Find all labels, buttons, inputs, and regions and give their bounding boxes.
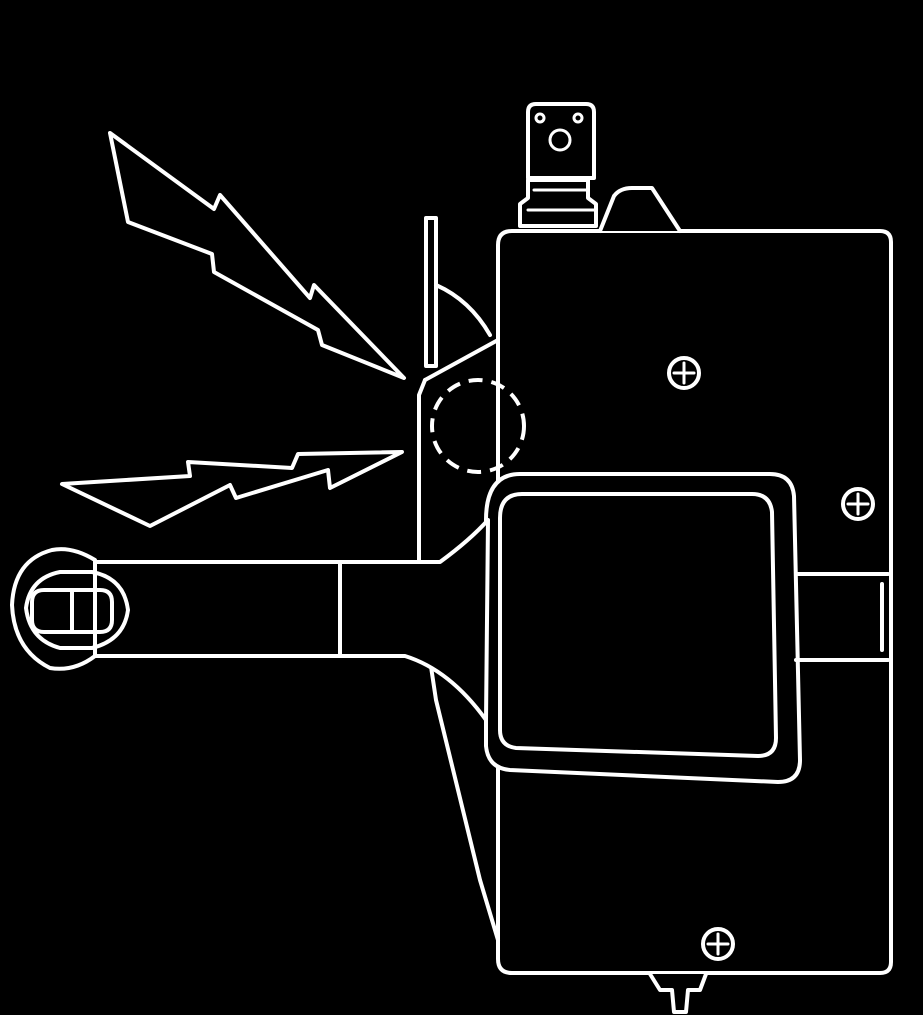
- key-switch-body: [518, 178, 598, 228]
- key-switch-nut-lines: [526, 188, 598, 212]
- upper-lightning-bolt-icon: [108, 131, 406, 380]
- bottom-cable-stub: [648, 972, 708, 1014]
- side-bracket: [423, 338, 500, 472]
- top-fin: [598, 186, 682, 233]
- handle-hub-panel: [498, 492, 778, 758]
- lever-grip: [10, 547, 97, 671]
- screw-head-icon: [841, 487, 875, 521]
- key-hole: [548, 128, 572, 152]
- key-dot-left: [534, 112, 546, 124]
- lower-lightning-bolt-icon: [60, 450, 404, 528]
- lever-grip-inner: [24, 570, 130, 650]
- throttle-lever-arm: [83, 518, 490, 722]
- hidden-switch-outline: [430, 378, 526, 474]
- shift-slot: [794, 572, 890, 662]
- screw-head-icon: [667, 356, 701, 390]
- key-dot-right: [572, 112, 584, 124]
- handle-hub-outer: [484, 472, 802, 784]
- neutral-lock-button: [30, 588, 114, 634]
- side-bracket-lower: [417, 378, 500, 942]
- neutral-lock-plate: [424, 216, 438, 368]
- screw-head-icon: [701, 927, 735, 961]
- plate-support: [434, 283, 492, 337]
